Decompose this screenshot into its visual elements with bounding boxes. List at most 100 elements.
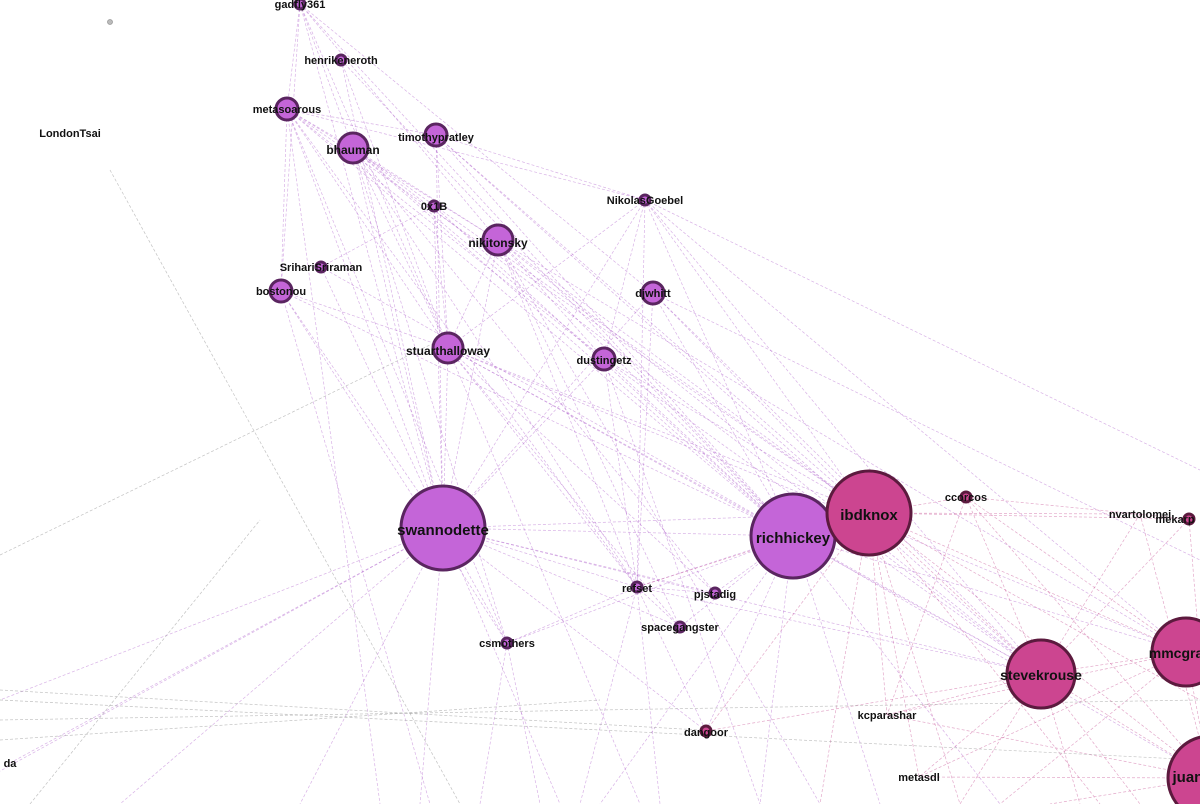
- edge-gadfly361-richhickey: [299, 3, 794, 537]
- edge-refset-stevekrouse: [636, 586, 1042, 675]
- edge-metasoarous-bhauman: [286, 108, 354, 149]
- node-label-stuarthalloway: stuarthalloway: [406, 344, 490, 358]
- node-juanpedro[interactable]: [1166, 735, 1200, 804]
- node-label-spacegangster: spacegangster: [641, 622, 719, 634]
- labels-layer: gadfly361henrikenerothmetasoarousLondonT…: [4, 0, 1200, 786]
- edge-metasoarous-bostonou: [280, 108, 288, 292]
- edge-0x1B-stuarthalloway: [433, 205, 449, 349]
- node-ibdknox[interactable]: [825, 469, 913, 557]
- edge-djwhitt-richhickey: [652, 292, 794, 537]
- edge-background-1: [0, 339, 441, 556]
- node-label-LondonTsai: LondonTsai: [39, 128, 101, 140]
- edge-gadfly361-swannodette: [299, 3, 444, 529]
- edge-timothypratley-swannodette: [435, 134, 444, 529]
- edge-bhauman-stuarthalloway: [352, 147, 449, 349]
- node-SrihariSriraman[interactable]: [314, 260, 328, 274]
- edge-metasoarous-csmothers: [286, 108, 508, 644]
- edge-stuarthalloway-stevekrouse: [447, 347, 1042, 675]
- node-stevekrouse[interactable]: [1005, 638, 1077, 710]
- edge-swannodette-richhickey: [442, 527, 794, 537]
- node-label-mekarpeles: mekarp: [1155, 514, 1194, 526]
- edge-metasoarous-ibdknox: [286, 108, 870, 514]
- node-csmothers[interactable]: [500, 636, 514, 650]
- node-label-pjstadig: pjstadig: [694, 589, 736, 601]
- edge-djwhitt-ibdknox: [652, 292, 870, 514]
- edge-NikolasGoebel-offscreen-26: [644, 199, 1200, 471]
- edge-bhauman-stevekrouse: [352, 147, 1042, 675]
- edge-henrikeneroth-stuarthalloway: [340, 59, 449, 349]
- node-label-SrihariSriraman: SrihariSriraman: [280, 262, 363, 274]
- edge-gadfly361-bostonou: [280, 3, 301, 292]
- node-ccorcos[interactable]: [959, 490, 973, 504]
- node-0x1B[interactable]: [427, 199, 441, 213]
- edge-stuarthalloway-refset: [447, 347, 638, 588]
- edge-stuarthalloway-richhickey: [447, 347, 794, 537]
- node-dangoor[interactable]: [699, 724, 713, 738]
- edge-refset-offscreen-17: [579, 586, 638, 804]
- edge-timothypratley-stuarthalloway: [435, 134, 449, 349]
- edge-richhickey-offscreen-9: [792, 535, 1001, 804]
- edge-timothypratley-ibdknox: [435, 134, 870, 514]
- edge-refset-dangoor: [636, 586, 707, 732]
- edge-ccorcos-kcparashar: [886, 496, 967, 716]
- edge-ibdknox-offscreen-10: [819, 512, 870, 804]
- node-swannodette[interactable]: [399, 484, 487, 572]
- edge-richhickey-offscreen-7: [759, 535, 794, 804]
- node-spacegangster[interactable]: [673, 620, 687, 634]
- node-label-bostonou: bostonou: [256, 286, 306, 298]
- edge-swannodette-da: [9, 527, 444, 764]
- edge-bostonou-stuarthalloway: [280, 290, 449, 349]
- edge-metasoarous-richhickey: [286, 108, 794, 537]
- node-label-ibdknox: ibdknox: [840, 507, 898, 524]
- edge-ibdknox-nvartolomei: [868, 512, 1141, 515]
- node-mmcgrana[interactable]: [1150, 616, 1200, 688]
- node-label-richhickey: richhickey: [756, 530, 831, 547]
- edge-swannodette-offscreen-0: [0, 527, 444, 772]
- node-stuarthalloway[interactable]: [431, 331, 465, 365]
- edge-dustingetz-swannodette: [442, 358, 605, 529]
- node-bhauman[interactable]: [336, 131, 370, 165]
- edge-richhickey-juanpedro: [792, 535, 1200, 773]
- edge-nikitonsky-stuarthalloway: [447, 239, 499, 349]
- edge-metasoarous-NikolasGoebel: [286, 108, 646, 201]
- edge-richhickey-csmothers: [506, 535, 794, 644]
- node-label-timothypratley: timothypratley: [398, 132, 475, 144]
- edge-SrihariSriraman-swannodette: [320, 266, 444, 529]
- edge-metasoarous-stuarthalloway: [286, 108, 449, 349]
- node-metasoarous[interactable]: [274, 96, 300, 122]
- edge-stuarthalloway-pjstadig: [447, 347, 716, 594]
- node-NikolasGoebel[interactable]: [638, 193, 652, 207]
- edge-ibdknox-mmcgrana: [868, 512, 1187, 653]
- node-label-da: da: [4, 758, 18, 770]
- node-pjstadig[interactable]: [708, 586, 722, 600]
- node-gadfly361[interactable]: [293, 0, 307, 11]
- edge-ibdknox-dangoor: [705, 512, 870, 732]
- node-refset[interactable]: [630, 580, 644, 594]
- edge-timothypratley-NikolasGoebel: [435, 134, 646, 201]
- edge-stuarthalloway-ibdknox: [447, 347, 870, 514]
- edge-0x1B-richhickey: [433, 205, 794, 537]
- node-label-dustingetz: dustingetz: [577, 355, 632, 367]
- edge-timothypratley-stevekrouse: [435, 134, 1042, 675]
- node-timothypratley[interactable]: [423, 122, 449, 148]
- edge-bhauman-csmothers: [352, 147, 508, 644]
- node-label-dangoor: dangoor: [684, 727, 729, 739]
- node-label-ccorcos: ccorcos: [945, 492, 987, 504]
- node-henrikeneroth[interactable]: [334, 53, 348, 67]
- edge-refset-offscreen-18: [636, 586, 661, 804]
- node-djwhitt[interactable]: [640, 280, 666, 306]
- node-mekarpeles[interactable]: [1182, 512, 1196, 526]
- edge-stuarthalloway-offscreen-21: [447, 347, 641, 804]
- node-label-nikitonsky: nikitonsky: [468, 236, 528, 250]
- edge-bostonou-richhickey: [280, 290, 794, 537]
- node-nikitonsky[interactable]: [481, 223, 515, 257]
- edge-swannodette-dangoor: [442, 527, 707, 732]
- edge-bhauman-dustingetz: [352, 147, 605, 360]
- node-dustingetz[interactable]: [591, 346, 617, 372]
- edge-swannodette-pjstadig: [442, 527, 716, 594]
- edge-stuarthalloway-spacegangster: [447, 347, 681, 628]
- node-label-bhauman: bhauman: [326, 143, 379, 157]
- node-bostonou[interactable]: [268, 278, 294, 304]
- edge-NikolasGoebel-dustingetz: [603, 199, 646, 360]
